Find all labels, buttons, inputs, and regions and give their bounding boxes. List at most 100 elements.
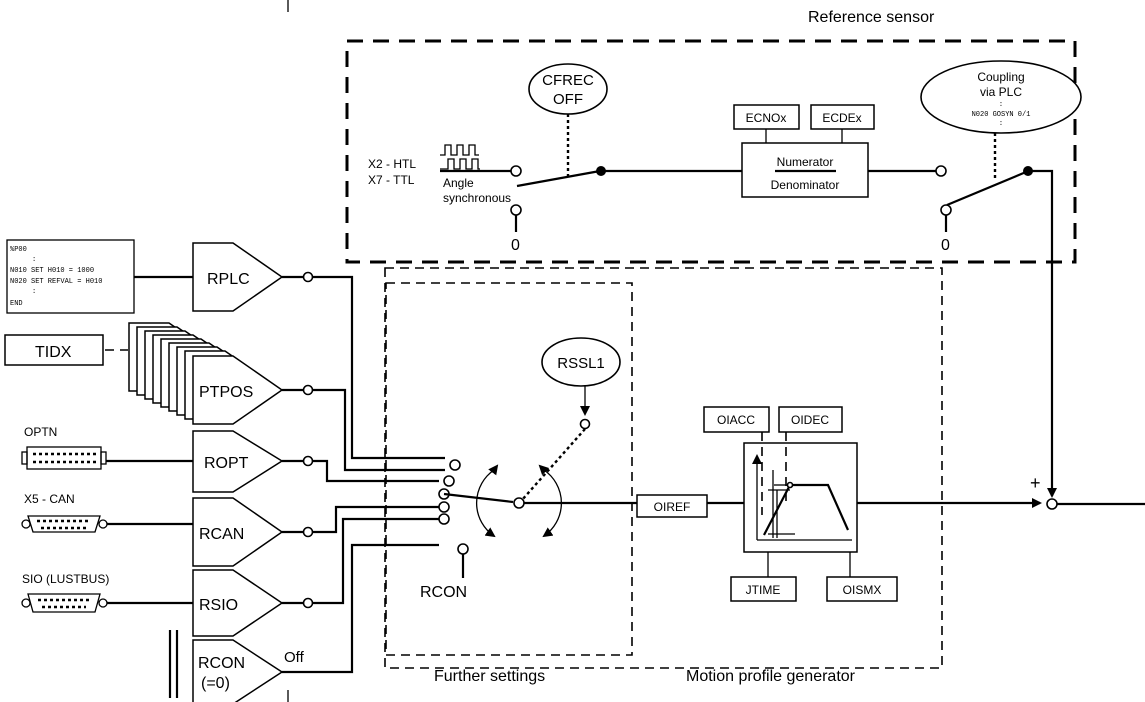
sio-connector-icon [21,593,108,613]
rotate-arrow-right-head [538,464,550,476]
zero-left: 0 [511,237,520,254]
numerator-label: Numerator [777,155,834,169]
rsio-block [192,569,284,637]
tidx-label: TIDX [35,344,72,361]
ecdex-box [810,104,875,130]
oidec-label: OIDEC [791,413,829,427]
ropt-output-node [302,455,314,467]
input-x7-ttl: X7 - TTL [368,173,415,187]
optn-label: OPTN [24,425,57,439]
sum-plus-sign: + [1030,473,1041,493]
oiref-box [636,494,708,518]
plc-line-3: N010 SET H010 = 1000 [10,267,94,275]
profile-generator-block [743,442,858,553]
trajectory-graph [752,432,852,541]
ecdex-label: ECDEx [822,111,861,125]
rsio-output-node [302,597,314,609]
synchronous-label: synchronous [443,191,511,205]
sio-lustbus-label: SIO (LUSTBUS) [22,572,109,586]
ecnox-label: ECNOx [746,111,787,125]
rcan-block [192,497,284,567]
ropt-route [313,459,439,483]
plc-line-2: : [32,256,36,264]
rcan-label: RCAN [199,526,244,543]
tidx-box [4,334,104,366]
jtime-label: JTIME [746,583,781,597]
coupling-contact-bottom [940,204,952,216]
summing-junction [1046,498,1058,510]
cfrec-label: CFREC [542,72,594,89]
ptpos-label: PTPOS [199,384,253,401]
rcon-zero-label: (=0) [201,675,230,692]
coupling-via-plc-bubble [920,60,1082,134]
rplc-label: RPLC [207,271,250,288]
oiref-label: OIREF [654,500,691,514]
coupling-code-3: : [999,120,1003,128]
rcon-block [192,639,284,702]
rplc-block [192,242,284,312]
oidec-box [778,406,843,433]
via-plc-label: via PLC [980,85,1022,99]
ecnox-box [733,104,800,130]
plc-line-5: : [32,288,36,296]
plc-line-6: END [10,300,23,308]
rcan-output-node [302,526,314,538]
motion-profile-frame [384,267,943,669]
ropt-label: ROPT [204,455,249,472]
rcon-route [282,543,439,674]
rssl1-bubble [541,337,621,387]
zero-right: 0 [941,237,950,254]
rcon-block-label: RCON [198,655,245,672]
rplc-output-node [302,271,314,283]
cfrec-off-label: OFF [553,91,583,108]
x5-can-label: X5 - CAN [24,492,75,506]
rssl1-node [579,418,591,430]
optn-connector-icon [21,446,107,470]
rssl1-dotted-link [521,428,586,501]
denominator-label: Denominator [771,178,840,192]
ropt-block [192,430,284,493]
sensor-switch-arm [516,169,601,188]
further-settings-title: Further settings [434,668,545,685]
jtime-box [730,576,797,602]
selector-pivot [513,497,525,509]
rcan-route [313,505,439,534]
selector-contacts [438,459,469,555]
oiacc-box [703,406,770,433]
further-settings-frame [385,282,633,656]
selector-arm [443,492,514,504]
coupling-label: Coupling [977,70,1024,84]
input-x2-htl: X2 - HTL [368,157,416,171]
rcon-ground-bars [168,630,179,698]
ptpos-stack [128,322,284,425]
switch-contact-top [510,165,522,177]
ptpos-route [313,388,445,472]
rssl1-label: RSSL1 [557,355,605,372]
oiacc-label: OIACC [717,413,755,427]
off-label: Off [284,649,305,666]
rotate-arrow-left-head [488,464,499,476]
reference-sensor-title: Reference sensor [808,9,935,26]
rcon-switch-label: RCON [420,584,467,601]
switch-contact-bottom [510,204,522,216]
coupling-contact-top [935,165,947,177]
rsio-label: RSIO [199,597,238,614]
rplc-route [313,275,445,460]
ptpos-output-node [302,384,314,396]
reference-sensor-frame [345,39,1077,264]
plc-line-4: N020 SET REFVAL = H010 [10,278,102,286]
oismx-box [826,576,898,602]
coupling-code-1: : [999,101,1003,109]
rotate-arrow-left [476,469,496,538]
coupling-switch-arm [946,170,1027,207]
coupling-code-2: N020 GOSYN 0/1 [972,111,1031,119]
can-connector-icon [21,515,108,533]
angle-label: Angle [443,176,474,190]
reference-to-sum-line [1028,169,1057,498]
oismx-label: OISMX [843,583,882,597]
pulse-signal-icon [440,144,480,170]
motion-profile-title: Motion profile generator [686,668,856,685]
plc-line-1: %P00 [10,246,27,254]
rsio-route [313,517,439,605]
